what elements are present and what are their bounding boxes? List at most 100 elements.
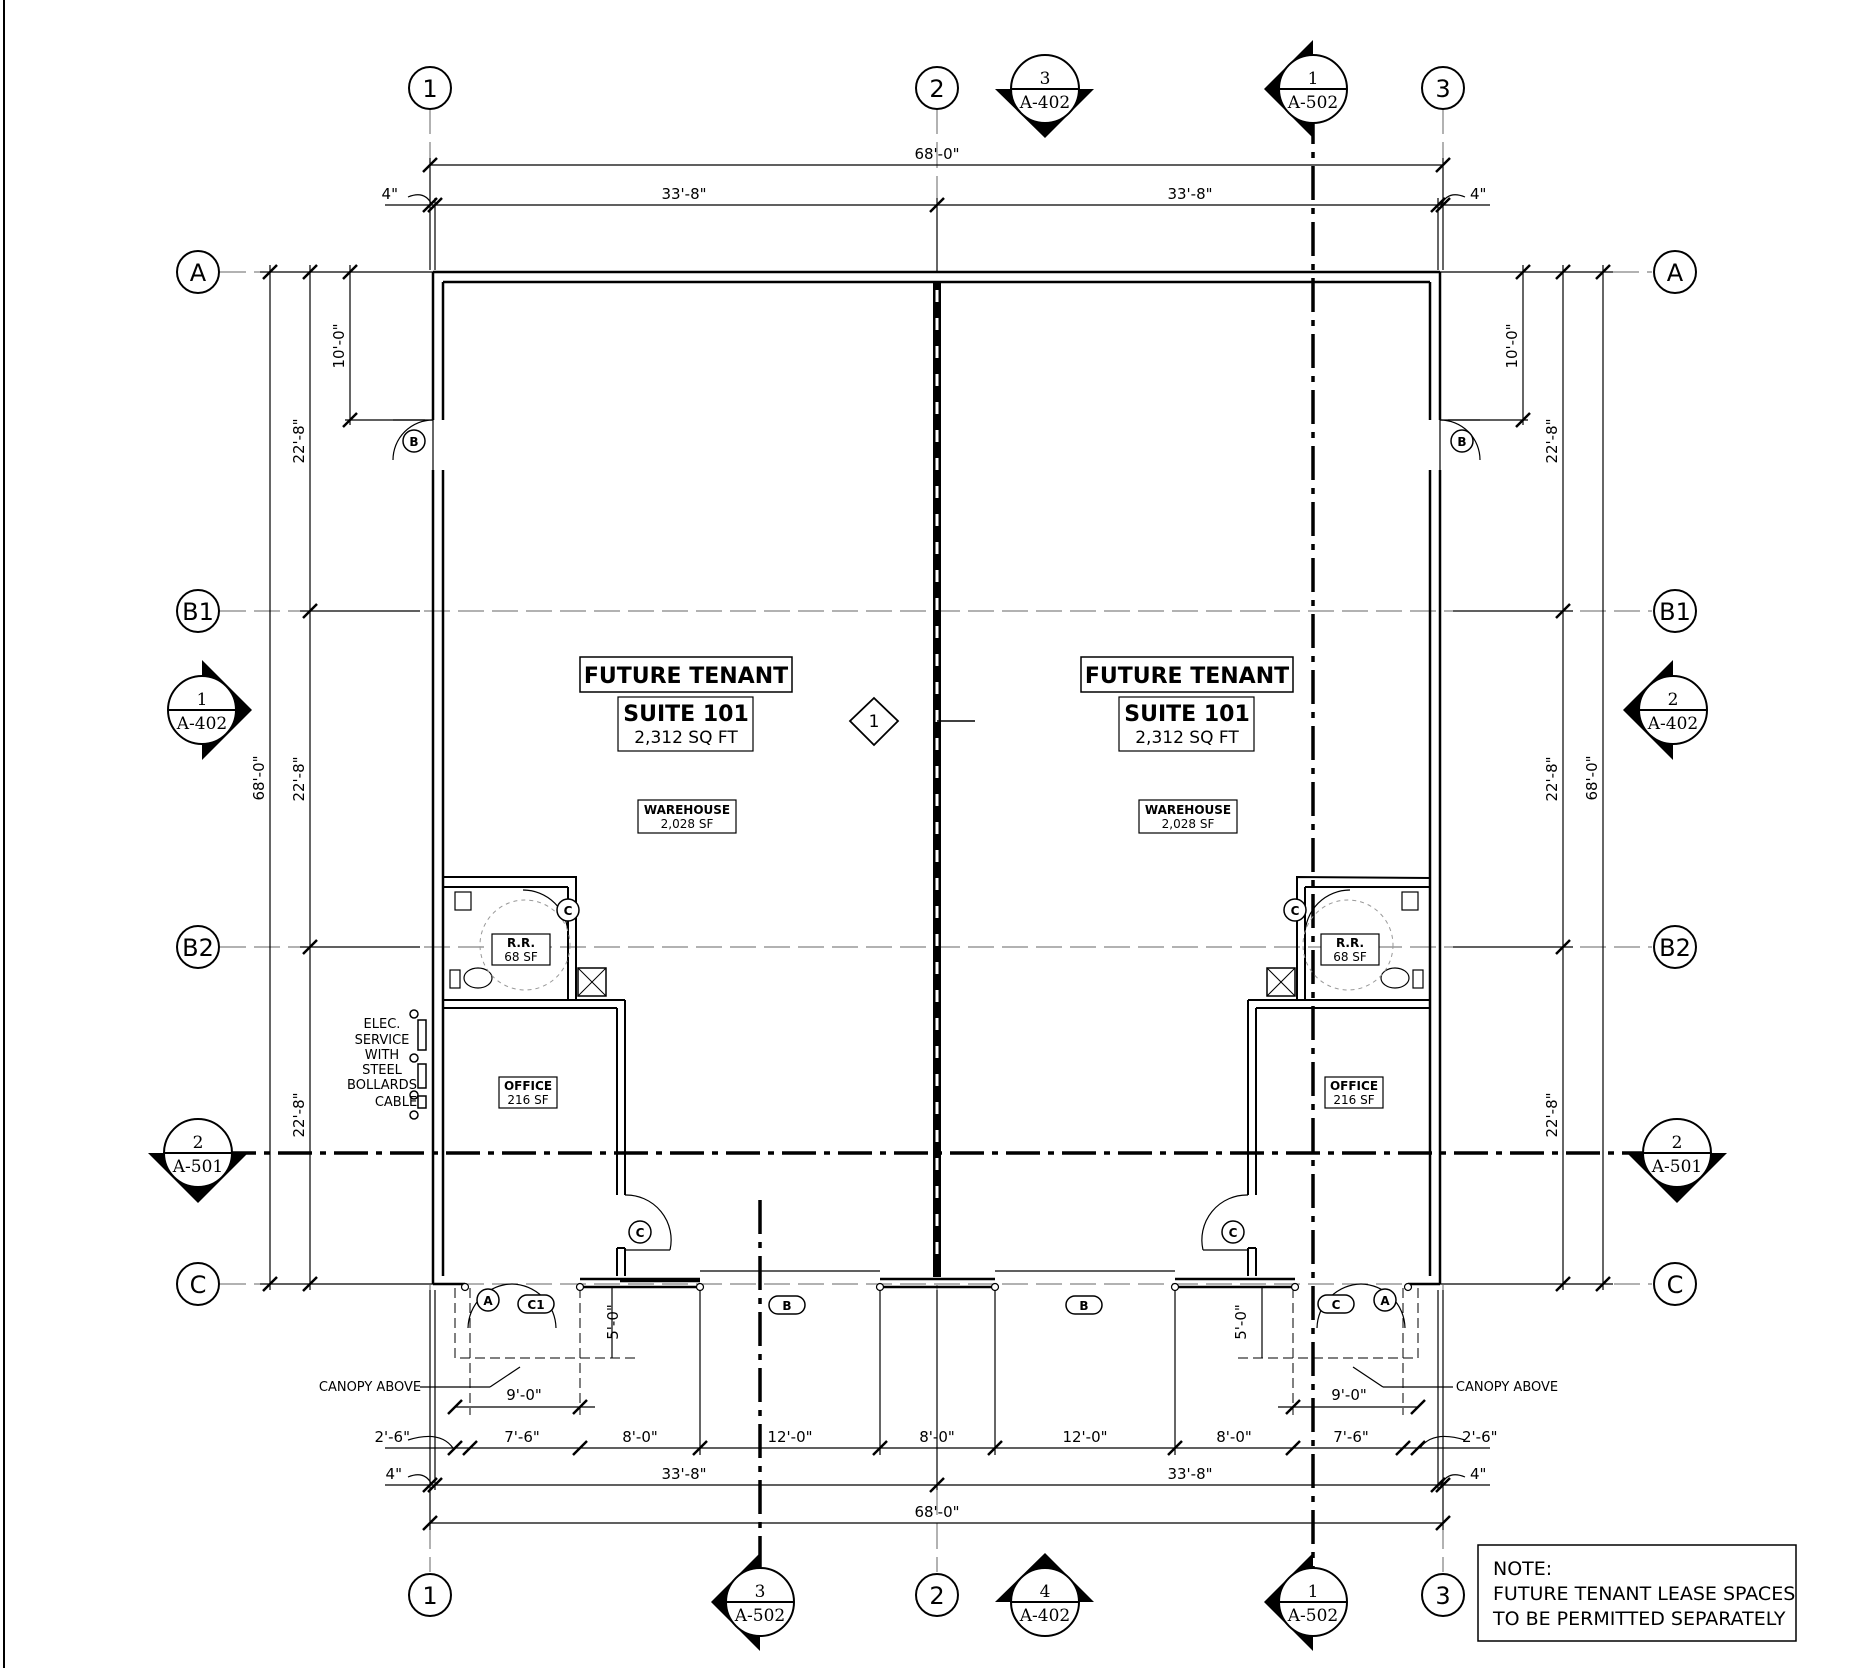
section-marker-1-a402-left: 1 A-402 <box>167 660 252 760</box>
svg-text:B: B <box>409 435 418 449</box>
svg-text:SERVICE: SERVICE <box>355 1033 410 1048</box>
dim-bottom-2-6-left: 2'-6" <box>374 1428 410 1446</box>
svg-text:1: 1 <box>422 1582 437 1610</box>
svg-text:3: 3 <box>1435 75 1450 103</box>
section-marker-1-a502-bottom: 1 A-502 <box>1264 1553 1348 1651</box>
svg-text:A-402: A-402 <box>176 714 227 734</box>
dim-bottom-7-6-left: 7'-6" <box>504 1428 540 1446</box>
svg-text:3: 3 <box>755 1582 766 1602</box>
svg-text:2,312 SQ FT: 2,312 SQ FT <box>1135 728 1239 748</box>
svg-text:2: 2 <box>1668 690 1679 710</box>
svg-text:216 SF: 216 SF <box>1333 1093 1374 1107</box>
svg-text:B1: B1 <box>182 598 214 626</box>
grid-bubble-col-1-top: 1 <box>408 66 452 110</box>
svg-text:2: 2 <box>1672 1133 1683 1153</box>
section-marker-3-a502-bottom: 3 A-502 <box>711 1553 795 1651</box>
wall-type-tag: 1 <box>848 696 900 747</box>
svg-text:1: 1 <box>422 75 437 103</box>
dim-right-bay-1: 22'-8" <box>1543 418 1561 463</box>
grid-bubble-col-1-bottom: 1 <box>408 1573 452 1617</box>
svg-text:A-402: A-402 <box>1019 1606 1070 1626</box>
svg-text:B: B <box>1079 1299 1088 1313</box>
left-dimensions <box>260 263 435 1293</box>
tenant-label-right: FUTURE TENANT SUITE 101 2,312 SQ FT <box>1080 656 1294 752</box>
dim-canopy-depth-left: 5'-0" <box>604 1304 622 1340</box>
dim-bottom-offset-left: 4" <box>386 1465 402 1483</box>
grid-bubble-col-3-top: 3 <box>1421 66 1465 110</box>
svg-text:CABLE: CABLE <box>375 1095 417 1110</box>
svg-text:NOTE:: NOTE: <box>1493 1558 1552 1580</box>
dim-top-half-left: 33'-8" <box>661 185 706 203</box>
dim-bottom-8-0-3: 8'-0" <box>1216 1428 1252 1446</box>
section-marker-2-a501-right: 2 A-501 <box>1627 1118 1727 1203</box>
grid-bubble-row-a-left: A <box>176 250 220 294</box>
svg-text:WITH: WITH <box>365 1048 399 1063</box>
dim-canopy-width-right: 9'-0" <box>1331 1386 1367 1404</box>
left-interior <box>442 876 672 1329</box>
door-tag-c1-left: C1 <box>517 1294 555 1314</box>
door-tag-b-overhead-left: B <box>768 1295 806 1315</box>
door-tag-c-right-office: C <box>1221 1220 1245 1244</box>
svg-text:A-402: A-402 <box>1019 93 1070 113</box>
room-tag-restroom-right: R.R. 68 SF <box>1320 933 1380 966</box>
svg-text:68 SF: 68 SF <box>1333 950 1367 964</box>
dim-bottom-2-6-right: 2'-6" <box>1462 1428 1498 1446</box>
svg-text:FUTURE TENANT: FUTURE TENANT <box>584 664 788 689</box>
room-tag-office-right: OFFICE 216 SF <box>1324 1076 1384 1109</box>
dim-bottom-half-left: 33'-8" <box>661 1465 706 1483</box>
building-walls <box>431 270 1442 1289</box>
dim-bottom-7-6-right: 7'-6" <box>1333 1428 1369 1446</box>
top-dimensions <box>385 156 1490 272</box>
canopy-label-left: CANOPY ABOVE <box>319 1380 421 1395</box>
section-marker-3-a402-top: 3 A-402 <box>995 54 1094 138</box>
svg-text:A: A <box>1380 1294 1390 1308</box>
dim-top-overall: 68'-0" <box>914 145 959 163</box>
svg-text:OFFICE: OFFICE <box>1330 1079 1378 1093</box>
svg-text:A-501: A-501 <box>172 1157 223 1177</box>
svg-text:B: B <box>1457 435 1466 449</box>
svg-text:1: 1 <box>197 690 208 710</box>
room-tag-office-left: OFFICE 216 SF <box>498 1076 558 1109</box>
svg-text:2,312 SQ FT: 2,312 SQ FT <box>634 728 738 748</box>
dim-left-bay-1: 22'-8" <box>290 418 308 463</box>
svg-text:B: B <box>782 1299 791 1313</box>
svg-text:A-501: A-501 <box>1651 1157 1702 1177</box>
grid-bubble-col-3-bottom: 3 <box>1421 1573 1465 1617</box>
canopy-outline <box>454 1288 1419 1415</box>
dim-bottom-12-0-right: 12'-0" <box>1062 1428 1107 1446</box>
svg-text:1: 1 <box>1308 69 1319 89</box>
svg-text:3: 3 <box>1040 69 1051 89</box>
svg-text:68 SF: 68 SF <box>504 950 538 964</box>
svg-text:2: 2 <box>929 75 944 103</box>
grid-bubble-row-c-left: C <box>176 1262 220 1306</box>
dim-top-half-right: 33'-8" <box>1167 185 1212 203</box>
svg-text:2: 2 <box>193 1133 204 1153</box>
dim-bottom-offset-right: 4" <box>1470 1465 1486 1483</box>
right-restroom-clearance <box>1302 899 1394 991</box>
svg-text:WAREHOUSE: WAREHOUSE <box>1145 803 1231 817</box>
svg-text:2,028 SF: 2,028 SF <box>661 817 714 831</box>
grid-bubble-row-a-right: A <box>1653 250 1697 294</box>
svg-text:2: 2 <box>929 1582 944 1610</box>
dim-bottom-12-0-left: 12'-0" <box>767 1428 812 1446</box>
svg-text:OFFICE: OFFICE <box>504 1079 552 1093</box>
section-marker-1-a502-top: 1 A-502 <box>1264 40 1348 138</box>
door-tag-b-right: B <box>1450 429 1474 453</box>
svg-text:TO BE PERMITTED SEPARATELY: TO BE PERMITTED SEPARATELY <box>1492 1608 1786 1630</box>
room-tag-warehouse-right: WAREHOUSE 2,028 SF <box>1138 799 1238 834</box>
svg-text:2,028 SF: 2,028 SF <box>1162 817 1215 831</box>
svg-text:C: C <box>1291 904 1300 918</box>
section-markers: 3 A-402 1 A-502 1 A-402 2 A-402 <box>148 40 1727 1651</box>
svg-text:FUTURE TENANT LEASE SPACES: FUTURE TENANT LEASE SPACES <box>1493 1583 1795 1605</box>
dim-bottom-8-0-1: 8'-0" <box>622 1428 658 1446</box>
door-tag-a-right: A <box>1373 1288 1397 1312</box>
elec-label: ELEC. SERVICE WITH STEEL BOLLARDS CABLE <box>347 1017 417 1110</box>
dim-right-door-height: 10'-0" <box>1503 323 1521 368</box>
svg-text:C: C <box>1667 1271 1684 1299</box>
tenant-label-left: FUTURE TENANT SUITE 101 2,312 SQ FT <box>579 656 793 752</box>
svg-text:B2: B2 <box>182 934 214 962</box>
dim-canopy-depth-right: 5'-0" <box>1232 1304 1250 1340</box>
svg-text:WAREHOUSE: WAREHOUSE <box>644 803 730 817</box>
